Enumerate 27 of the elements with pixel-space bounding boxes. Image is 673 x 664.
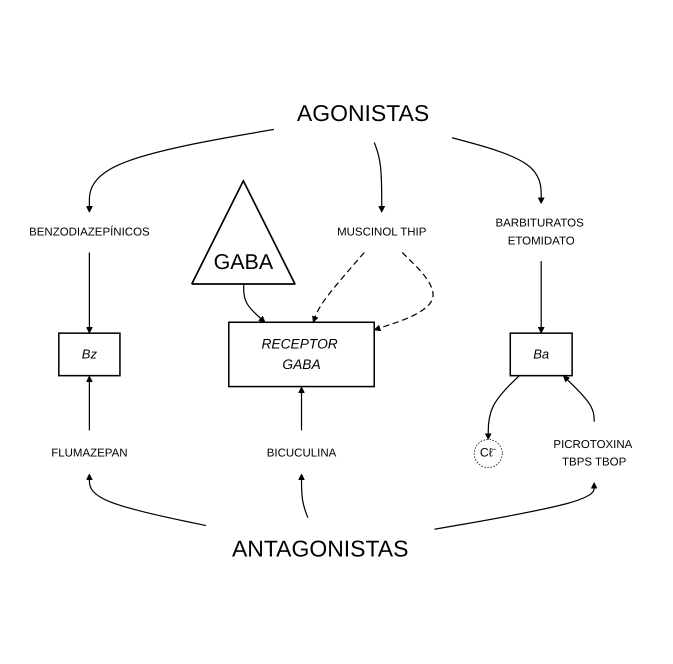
node-text: FLUMAZEPAN: [51, 446, 128, 460]
arrow: [86, 376, 93, 431]
node-box: Ba: [510, 332, 573, 377]
arrow: [484, 376, 520, 440]
arrow: [298, 474, 308, 518]
node-box: Bz: [58, 332, 121, 377]
arrow: [538, 262, 545, 334]
node-circle: Cℓ⁻: [474, 440, 503, 468]
node-text: AGONISTAS: [296, 102, 430, 127]
arrow: [374, 252, 434, 332]
node-text: PICROTOXINA TBPS TBOP: [553, 438, 632, 469]
arrow: [86, 129, 274, 214]
arrow: [312, 252, 365, 324]
arrow: [434, 482, 598, 530]
node-text: BICUCULINA: [266, 446, 336, 460]
arrow: [86, 252, 93, 334]
node-text: BARBITURATOS ETOMIDATO: [495, 217, 584, 248]
arrow: [452, 138, 545, 204]
node-text: MUSCINOL THIP: [337, 226, 426, 239]
arrow: [374, 142, 386, 214]
arrow: [243, 284, 266, 324]
node-text: BENZODIAZEPÍNICOS: [29, 226, 150, 239]
arrow: [563, 376, 595, 422]
node-box: RECEPTOR GABA: [228, 322, 375, 388]
node-text: ANTAGONISTAS: [232, 537, 408, 562]
arrow: [86, 474, 206, 527]
arrow: [298, 387, 305, 431]
